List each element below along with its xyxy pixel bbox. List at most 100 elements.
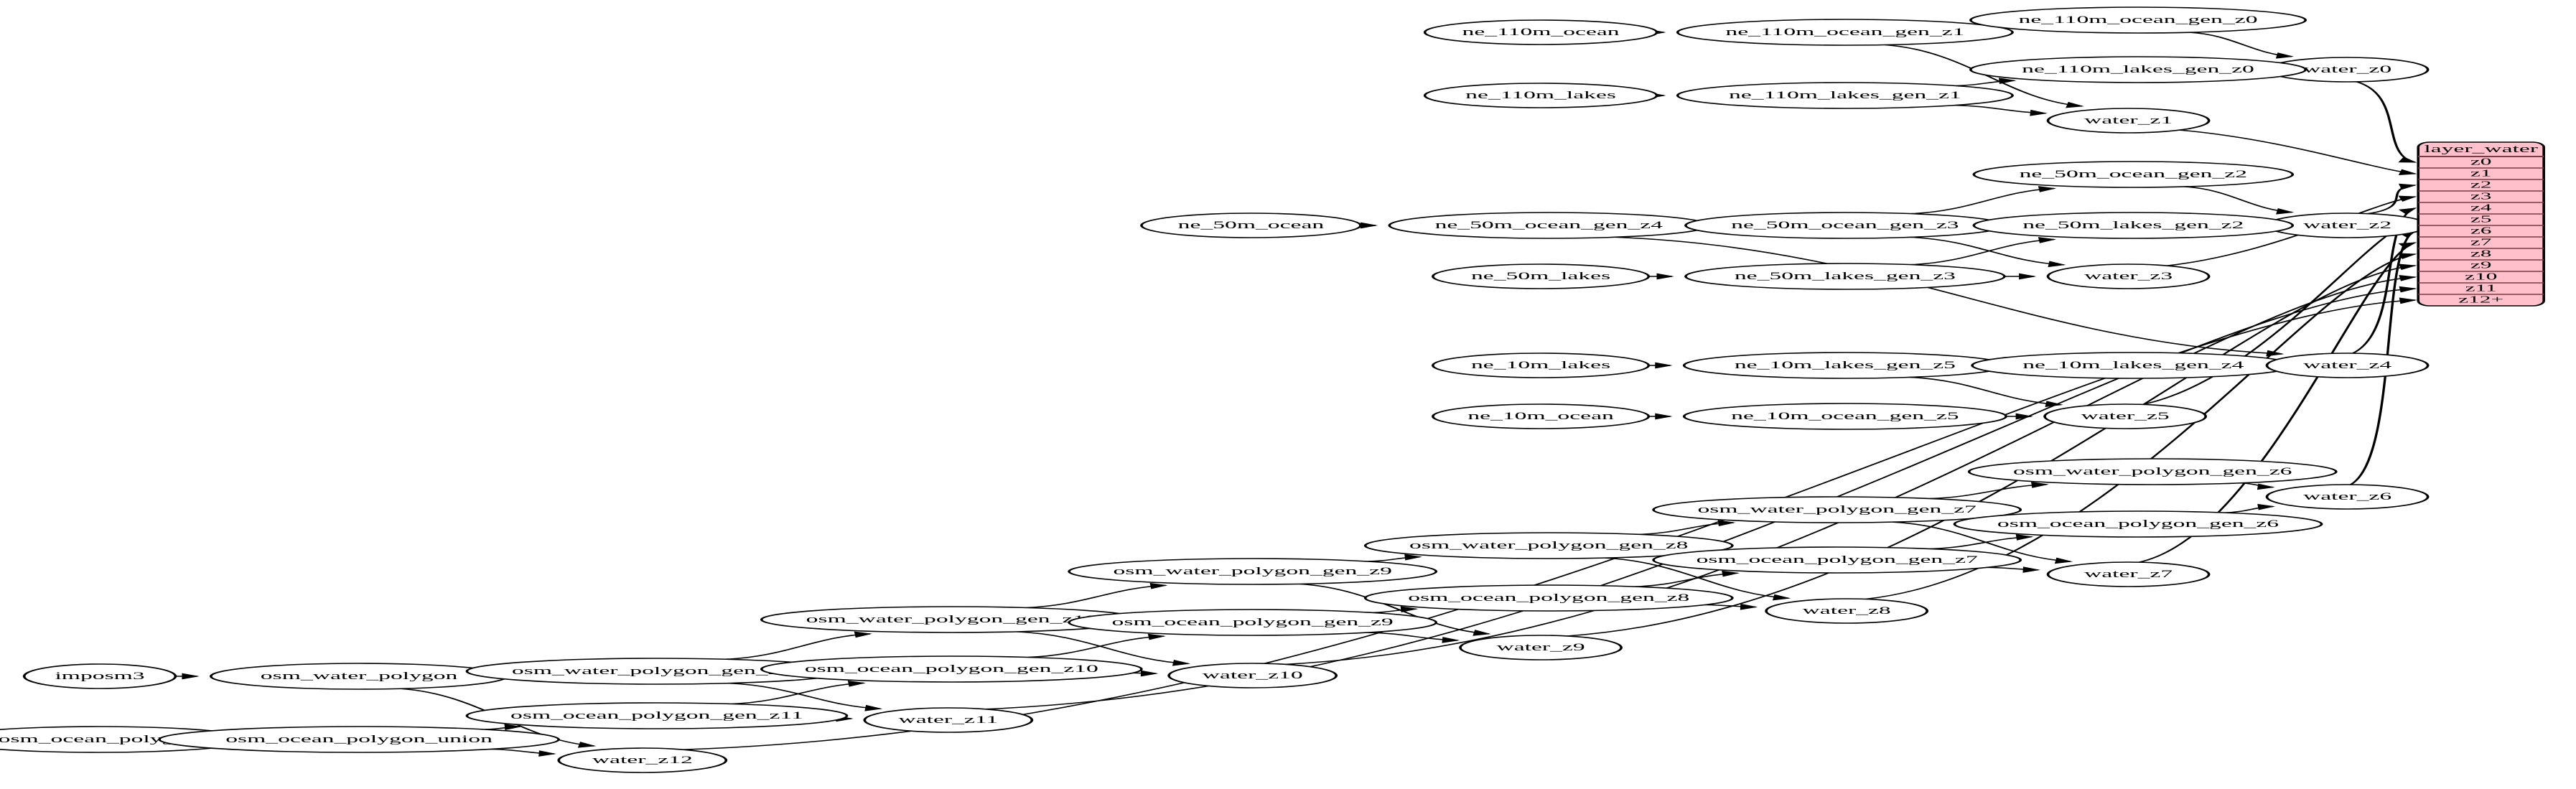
node-ellipse[interactable] — [1652, 496, 2022, 523]
node-ellipse[interactable] — [1684, 263, 2006, 290]
node-ellipse[interactable] — [22, 663, 177, 689]
graph-node[interactable]: ne_50m_lakes — [1432, 263, 1651, 289]
table-row-z2[interactable]: z2 — [2470, 179, 2492, 191]
node-ellipse[interactable] — [760, 655, 1143, 683]
table-row-z5[interactable]: z5 — [2470, 214, 2492, 225]
node-ellipse[interactable] — [2046, 263, 2211, 289]
node-ellipse[interactable] — [1363, 532, 1734, 559]
graph-node[interactable]: osm_ocean_polygon_gen_z9 — [1068, 609, 1438, 636]
graph-node[interactable]: water_z11 — [863, 707, 1034, 733]
table-row-z3[interactable]: z3 — [2470, 191, 2492, 202]
graph-node[interactable]: osm_ocean_polygon_gen_z10 — [760, 655, 1143, 683]
graph-node[interactable]: ne_110m_ocean — [1423, 19, 1658, 45]
graph-node[interactable]: osm_water_polygon — [209, 663, 509, 690]
graph-node[interactable]: water_z12 — [557, 747, 728, 773]
node-ellipse[interactable] — [1068, 609, 1438, 636]
table-row-z10[interactable]: z10 — [2465, 271, 2497, 283]
graph-node[interactable]: water_z8 — [1765, 598, 1929, 624]
graph-node[interactable]: osm_ocean_polygon_gen_z11 — [465, 702, 849, 729]
graph-node[interactable]: ne_110m_lakes — [1423, 83, 1658, 108]
graph-node[interactable]: imposm3 — [22, 663, 177, 689]
graph-node[interactable]: ne_10m_ocean — [1432, 403, 1651, 429]
node-ellipse[interactable] — [1676, 82, 2014, 109]
graph-node[interactable]: osm_water_polygon_gen_z9 — [1068, 558, 1438, 585]
graph-node[interactable]: ne_10m_lakes_gen_z4 — [1971, 352, 2296, 379]
graph-node[interactable]: ne_110m_lakes_gen_z1 — [1676, 82, 2014, 109]
table-row-z1[interactable]: z1 — [2470, 168, 2492, 179]
graph-node[interactable]: ne_50m_ocean — [1140, 213, 1362, 238]
graph-node[interactable]: ne_10m_lakes — [1432, 353, 1651, 378]
node-ellipse[interactable] — [465, 702, 849, 729]
node-ellipse[interactable] — [1682, 403, 2007, 430]
node-ellipse[interactable] — [1140, 213, 1362, 238]
graph-node[interactable]: osm_water_polygon_gen_z6 — [1967, 458, 2338, 485]
graph-node[interactable]: ne_50m_ocean_gen_z2 — [1972, 161, 2295, 188]
graph-node[interactable]: ne_110m_ocean_gen_z1 — [1676, 19, 2014, 46]
node-ellipse[interactable] — [1971, 352, 2296, 379]
table-row-z12p[interactable]: z12+ — [2458, 294, 2503, 306]
node-ellipse[interactable] — [1459, 635, 1623, 660]
node-ellipse[interactable] — [2265, 353, 2430, 378]
graph-node[interactable]: ne_50m_ocean_gen_z3 — [1684, 212, 2006, 239]
node-ellipse[interactable] — [209, 663, 509, 690]
node-ellipse[interactable] — [1682, 352, 2007, 379]
node-ellipse[interactable] — [1652, 546, 2022, 574]
graph-node[interactable]: osm_water_polygon_gen_z7 — [1652, 496, 2022, 523]
node-ellipse[interactable] — [1388, 212, 1710, 239]
node-ellipse[interactable] — [1953, 510, 2323, 538]
node-ellipse[interactable] — [1684, 212, 2006, 239]
graph-node[interactable]: water_z10 — [1167, 663, 1338, 688]
node-ellipse[interactable] — [1363, 584, 1734, 612]
graph-node[interactable]: water_z7 — [2046, 561, 2211, 587]
layer-water-table-body[interactable] — [2417, 141, 2545, 307]
edge-arrowhead — [1722, 570, 1740, 577]
table-row-z4[interactable]: z4 — [2470, 202, 2492, 214]
node-ellipse[interactable] — [1423, 83, 1658, 108]
table-row-z11[interactable]: z11 — [2465, 283, 2497, 294]
node-ellipse[interactable] — [1972, 212, 2295, 239]
table-row-z9[interactable]: z9 — [2470, 260, 2492, 271]
node-ellipse[interactable] — [1423, 19, 1658, 45]
graph-node[interactable]: ne_110m_ocean_gen_z0 — [1969, 6, 2307, 34]
graph-node[interactable]: water_z4 — [2265, 353, 2430, 378]
graph-node[interactable]: osm_ocean_polygon_gen_z6 — [1953, 510, 2323, 538]
graph-node[interactable]: ne_50m_ocean_gen_z4 — [1388, 212, 1710, 239]
node-ellipse[interactable] — [1167, 663, 1338, 688]
table-row-z6[interactable]: z6 — [2470, 225, 2492, 237]
edge-arrowhead — [1717, 520, 1736, 526]
graph-node[interactable]: water_z9 — [1459, 635, 1623, 660]
graph-node[interactable]: osm_ocean_polygon_gen_z8 — [1363, 584, 1734, 612]
node-ellipse[interactable] — [557, 747, 728, 773]
node-ellipse[interactable] — [863, 707, 1034, 733]
graph-node[interactable]: water_z3 — [2046, 263, 2211, 289]
graph-node[interactable]: water_z6 — [2265, 484, 2430, 510]
node-ellipse[interactable] — [158, 726, 560, 753]
node-ellipse[interactable] — [1972, 161, 2295, 188]
node-ellipse[interactable] — [1969, 56, 2307, 83]
node-ellipse[interactable] — [2043, 403, 2208, 429]
graph-node[interactable]: ne_50m_lakes_gen_z2 — [1972, 212, 2295, 239]
node-ellipse[interactable] — [1068, 558, 1438, 585]
node-ellipse[interactable] — [1432, 403, 1651, 429]
graph-node[interactable]: ne_110m_lakes_gen_z0 — [1969, 56, 2307, 83]
node-ellipse[interactable] — [2046, 561, 2211, 587]
graph-node[interactable]: ne_10m_ocean_gen_z5 — [1682, 403, 2007, 430]
node-ellipse[interactable] — [2046, 108, 2211, 134]
node-ellipse[interactable] — [1765, 598, 1929, 624]
graph-node[interactable]: ne_50m_lakes_gen_z3 — [1684, 263, 2006, 290]
edge-arrowhead — [2038, 237, 2057, 243]
table-row-z7[interactable]: z7 — [2470, 237, 2492, 248]
node-ellipse[interactable] — [1969, 6, 2307, 34]
node-ellipse[interactable] — [1676, 19, 2014, 46]
table-row-z8[interactable]: z8 — [2470, 248, 2492, 260]
node-ellipse[interactable] — [1432, 263, 1651, 289]
graph-node[interactable]: water_z1 — [2046, 108, 2211, 134]
node-ellipse[interactable] — [1967, 458, 2338, 485]
node-ellipse[interactable] — [1432, 353, 1651, 378]
graph-node[interactable]: osm_ocean_polygon_gen_z7 — [1652, 546, 2022, 574]
graph-node[interactable]: ne_10m_lakes_gen_z5 — [1682, 352, 2007, 379]
table-row-z0[interactable]: z0 — [2470, 157, 2492, 168]
node-ellipse[interactable] — [2265, 484, 2430, 510]
graph-node[interactable]: water_z5 — [2043, 403, 2208, 429]
graph-node[interactable]: osm_ocean_polygon_union — [158, 726, 560, 753]
